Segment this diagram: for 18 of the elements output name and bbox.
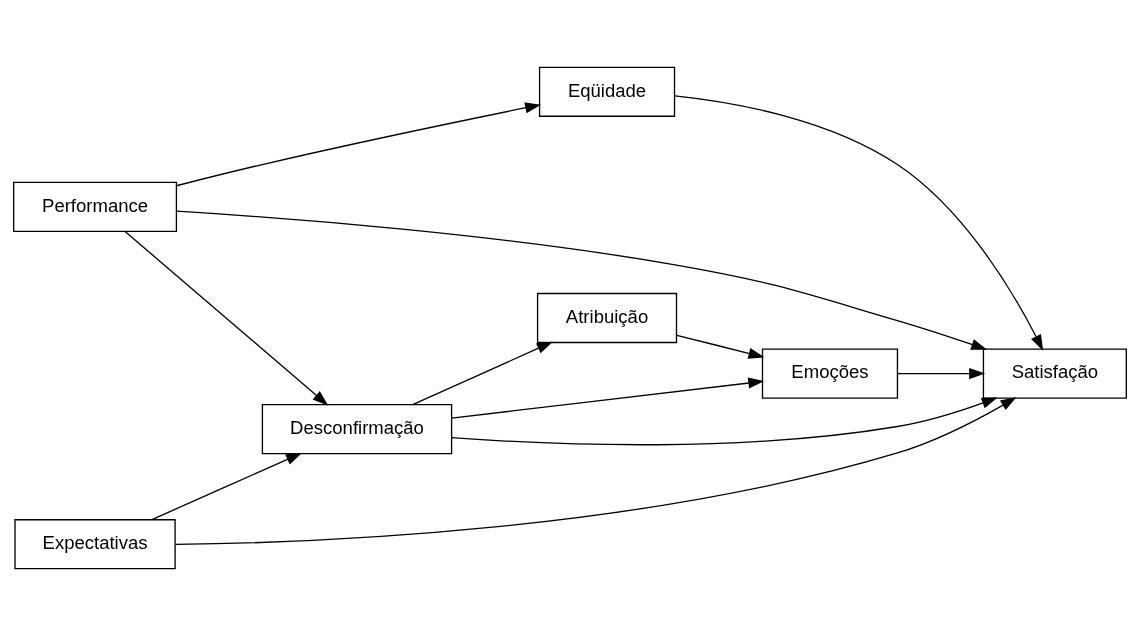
arrow bbox=[412, 341, 553, 405]
arrow bbox=[174, 396, 1017, 545]
arrow bbox=[676, 334, 765, 359]
arrow bbox=[674, 94, 1044, 351]
node-box: Performance bbox=[13, 181, 178, 232]
node-box: Atribuição bbox=[536, 292, 678, 343]
arrow bbox=[151, 452, 302, 520]
node-box: Expectativas bbox=[14, 518, 176, 569]
arrow bbox=[124, 230, 329, 406]
node-box: Satisfação bbox=[982, 347, 1127, 399]
node-box: Desconfirmação bbox=[261, 403, 453, 454]
node-box: Emoções bbox=[761, 347, 899, 399]
arrow bbox=[897, 367, 986, 379]
arrow bbox=[175, 210, 988, 350]
node-box: Eqüidade bbox=[538, 66, 676, 117]
arrow bbox=[175, 101, 542, 186]
arrow bbox=[450, 396, 998, 445]
arrow bbox=[451, 377, 765, 419]
